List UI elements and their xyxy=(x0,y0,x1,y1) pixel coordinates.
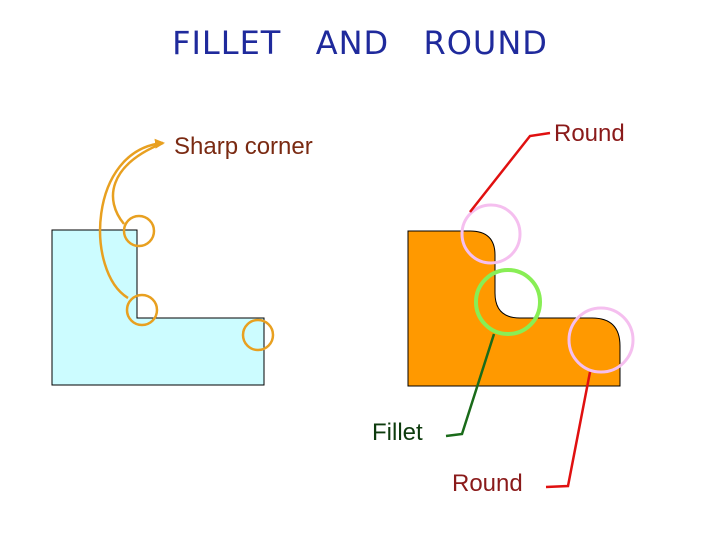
round-top-label: Round xyxy=(554,120,625,147)
sharp-corner-label: Sharp corner xyxy=(174,133,313,160)
round-circle-top xyxy=(460,203,522,265)
fillet-leader xyxy=(445,333,496,438)
rounded-part xyxy=(407,230,621,387)
sharp-corner-circle-inner xyxy=(125,293,159,327)
round-bottom-label: Round xyxy=(452,470,523,497)
round-circle-right xyxy=(567,306,635,374)
sharp-corner-arrow-outer xyxy=(98,138,165,300)
sharp-corner-circle-top xyxy=(122,214,156,248)
sharp-corner-circle-right xyxy=(241,318,275,352)
sharp-corner-part xyxy=(51,229,265,386)
fillet-circle xyxy=(474,268,542,336)
round-top-leader xyxy=(469,131,551,213)
round-bottom-leader xyxy=(545,371,592,489)
fillet-label: Fillet xyxy=(372,419,423,446)
sharp-corner-arrow-inner xyxy=(111,141,164,225)
diagram-title: FILLET AND ROUND xyxy=(172,24,548,62)
